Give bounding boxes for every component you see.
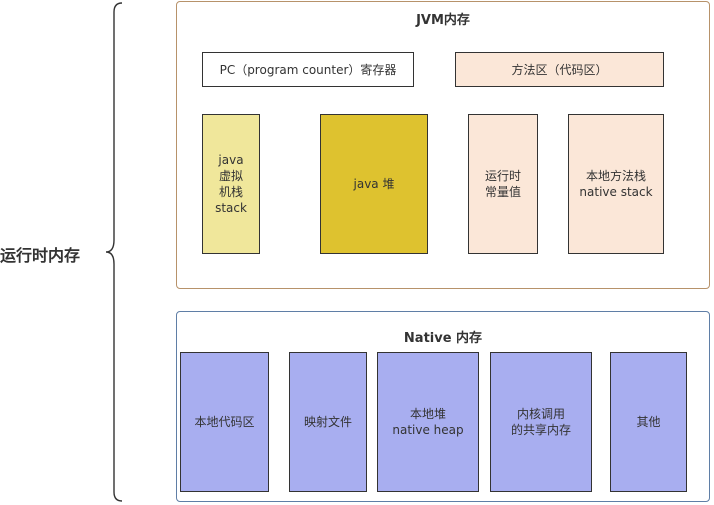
- native-memory-title: Native 内存: [403, 330, 483, 346]
- curly-brace-icon: [105, 2, 123, 502]
- native-code-area-box: 本地代码区: [180, 352, 269, 492]
- jvm-memory-title: JVM内存: [416, 12, 470, 28]
- kernel-shared-memory-box: 内核调用 的共享内存: [490, 352, 592, 492]
- runtime-memory-label: 运行时内存: [0, 246, 81, 265]
- native-heap-box: 本地堆 native heap: [377, 352, 479, 492]
- mapped-files-box: 映射文件: [289, 352, 367, 492]
- runtime-constant-pool-box: 运行时 常量值: [468, 114, 538, 254]
- native-method-stack-box: 本地方法栈 native stack: [568, 114, 664, 254]
- java-stack-box: java 虚拟 机栈 stack: [202, 114, 260, 254]
- other-memory-box: 其他: [610, 352, 687, 492]
- method-area-box: 方法区（代码区）: [455, 52, 664, 87]
- pc-register-box: PC（program counter）寄存器: [202, 52, 414, 87]
- java-heap-box: java 堆: [320, 114, 428, 254]
